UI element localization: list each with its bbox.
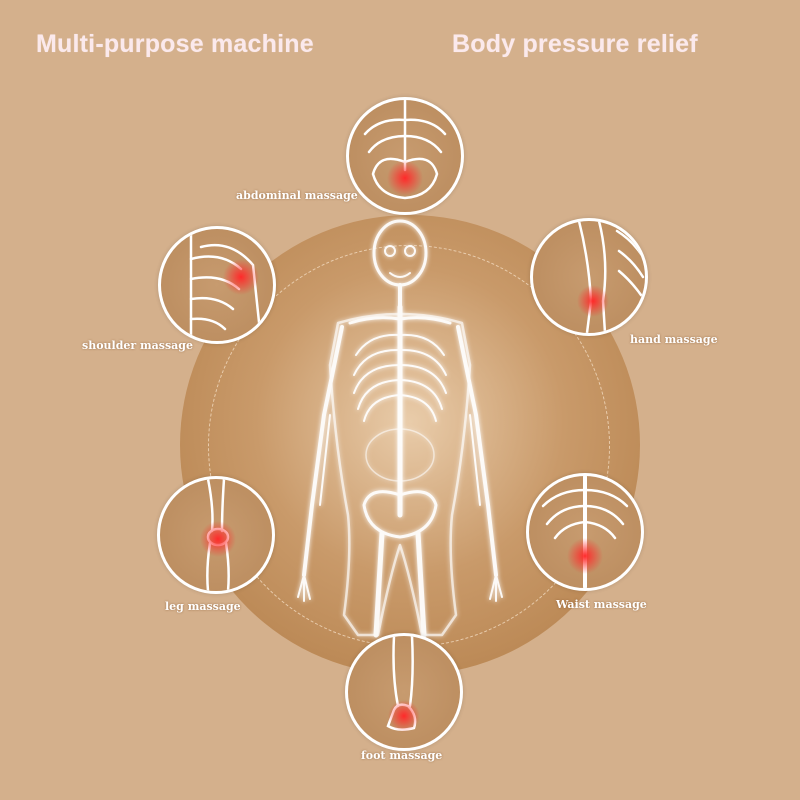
- waist-massage-label: Waist massage: [556, 598, 647, 611]
- shoulder-massage-circle: [158, 226, 276, 344]
- skeleton-figure-icon: [297, 219, 503, 638]
- abdominal-massage-label: abdominal massage: [236, 189, 358, 202]
- leg-massage-label: leg massage: [165, 600, 241, 613]
- hand-massage-circle: [530, 218, 648, 336]
- waist-massage-circle: [526, 473, 644, 591]
- shoulder-massage-label: shoulder massage: [82, 339, 193, 352]
- leg-massage-circle: [157, 476, 275, 594]
- elbow-icon: [577, 221, 645, 333]
- shoulder-icon: [189, 229, 263, 341]
- spine-icon: [541, 476, 629, 588]
- abdominal-massage-circle: [346, 97, 464, 215]
- ankle-icon: [386, 636, 420, 732]
- pelvis-icon: [363, 100, 447, 200]
- foot-massage-label: foot massage: [361, 749, 443, 762]
- foot-massage-circle: [345, 633, 463, 751]
- headline-pressure-relief: Body pressure relief: [452, 30, 698, 58]
- hand-massage-label: hand massage: [630, 333, 718, 346]
- knee-icon: [200, 479, 236, 591]
- headline-multi-purpose: Multi-purpose machine: [36, 30, 314, 58]
